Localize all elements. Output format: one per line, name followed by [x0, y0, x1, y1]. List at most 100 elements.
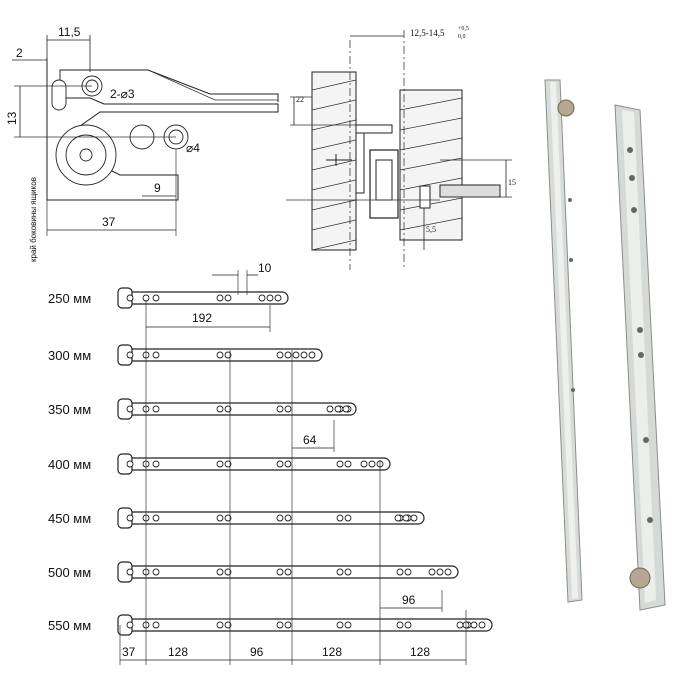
rail-hole — [152, 568, 160, 576]
rail-hole — [284, 621, 292, 629]
rail-300 — [117, 344, 323, 366]
rail-hole — [276, 460, 284, 468]
dim-64: 64 — [303, 433, 317, 447]
rail-250 — [117, 287, 289, 309]
hole-label-2-d3: 2-⌀3 — [110, 87, 135, 101]
bottom-dim-128-b: 128 — [322, 645, 342, 659]
rail-hole — [224, 405, 232, 413]
dim-9: 9 — [154, 181, 161, 195]
rail-450 — [117, 507, 425, 529]
rail-lengths — [117, 287, 493, 636]
rail-hole — [152, 294, 160, 302]
rail-hole — [266, 294, 274, 302]
gap-tol-top: +0,5 — [458, 26, 469, 32]
drawer-panel-right — [399, 89, 463, 241]
rail-hole — [456, 621, 464, 629]
rail-body — [117, 511, 425, 525]
rail-hole — [368, 460, 376, 468]
dim-22: 22 — [296, 95, 304, 104]
rail-hole — [336, 568, 344, 576]
photo-wheel-top — [557, 99, 575, 117]
rail-hole — [216, 621, 224, 629]
rail-hole — [334, 405, 342, 413]
rail-label-500: 500 мм — [48, 565, 91, 580]
rail-hole — [152, 621, 160, 629]
rail-hole — [224, 514, 232, 522]
rail-hole — [216, 460, 224, 468]
rail-hole — [394, 514, 402, 522]
rail-hole — [444, 568, 452, 576]
rail-hole — [276, 351, 284, 359]
rail-hole — [126, 514, 134, 522]
dim-37: 37 — [102, 215, 116, 229]
rail-label-550: 550 мм — [48, 618, 91, 633]
rail-hole — [152, 460, 160, 468]
bottom-dim-96: 96 — [250, 645, 264, 659]
dim-11-5: 11,5 — [58, 25, 81, 39]
rail-hole — [360, 460, 368, 468]
rail-hole — [224, 460, 232, 468]
rail-hole — [258, 294, 266, 302]
rail-hole — [126, 460, 134, 468]
rail-550 — [117, 614, 493, 636]
rail-hole — [342, 405, 350, 413]
rail-hole — [336, 460, 344, 468]
rail-hole — [284, 460, 292, 468]
cross-section: 12,5-14,5 +0,5 0,0 22 15 5,5 — [286, 26, 516, 270]
rail-hole — [276, 405, 284, 413]
rail-hole — [216, 568, 224, 576]
dim-13: 13 — [5, 111, 19, 125]
rail-hole — [224, 568, 232, 576]
slot-hole — [51, 79, 67, 111]
bottom-dim-37: 37 — [122, 645, 136, 659]
side-edge-label: край боковины ящиков — [29, 177, 38, 262]
bottom-dim-128-a: 128 — [168, 645, 188, 659]
rail-hole — [436, 568, 444, 576]
gap-tol-bottom: 0,0 — [458, 34, 466, 40]
reference-lines — [119, 300, 467, 665]
mounting-detail: 11,5 2 13 2-⌀3 ⌀4 9 37 край боковины ящи… — [5, 25, 279, 262]
rail-hole — [216, 405, 224, 413]
rail-hole — [216, 351, 224, 359]
rail-label-400: 400 мм — [48, 457, 91, 472]
bottom-dimension-chain: 37 128 96 128 128 — [120, 645, 466, 661]
rail-hole — [300, 351, 308, 359]
rail-hole — [284, 568, 292, 576]
rail-hole — [344, 460, 352, 468]
side-panel-left — [311, 71, 357, 251]
rail-dimensions: 10 192 64 96 — [146, 261, 443, 612]
rail-hole — [216, 294, 224, 302]
rail-hole — [428, 568, 436, 576]
rail-hole — [284, 351, 292, 359]
rail-hole — [336, 621, 344, 629]
dim-10: 10 — [258, 261, 272, 275]
rail-hole — [402, 514, 410, 522]
rail-hole — [152, 405, 160, 413]
rail-body — [117, 618, 493, 632]
rail-hole — [126, 621, 134, 629]
rail-hole — [274, 294, 282, 302]
dim-2: 2 — [16, 46, 23, 60]
rail-hole — [292, 351, 300, 359]
hole-label-d4: ⌀4 — [186, 141, 200, 155]
gap-label: 12,5-14,5 — [410, 28, 445, 38]
screw — [326, 154, 352, 166]
rail-hole — [344, 621, 352, 629]
rail-hole — [478, 621, 486, 629]
rail-hole — [470, 621, 478, 629]
dim-192: 192 — [192, 311, 212, 325]
product-photo — [544, 79, 666, 611]
rail-hole — [276, 514, 284, 522]
rail-hole — [396, 568, 404, 576]
rail-hole — [126, 294, 134, 302]
rail-hole — [404, 621, 412, 629]
rail-hole — [224, 351, 232, 359]
rail-hole — [152, 514, 160, 522]
bottom-dim-128-c: 128 — [410, 645, 430, 659]
rail-hole — [216, 514, 224, 522]
rail-hole — [126, 568, 134, 576]
rail-label-300: 300 мм — [48, 348, 91, 363]
rail-hole — [276, 568, 284, 576]
rail-hole — [308, 351, 316, 359]
rail-hole — [336, 514, 344, 522]
